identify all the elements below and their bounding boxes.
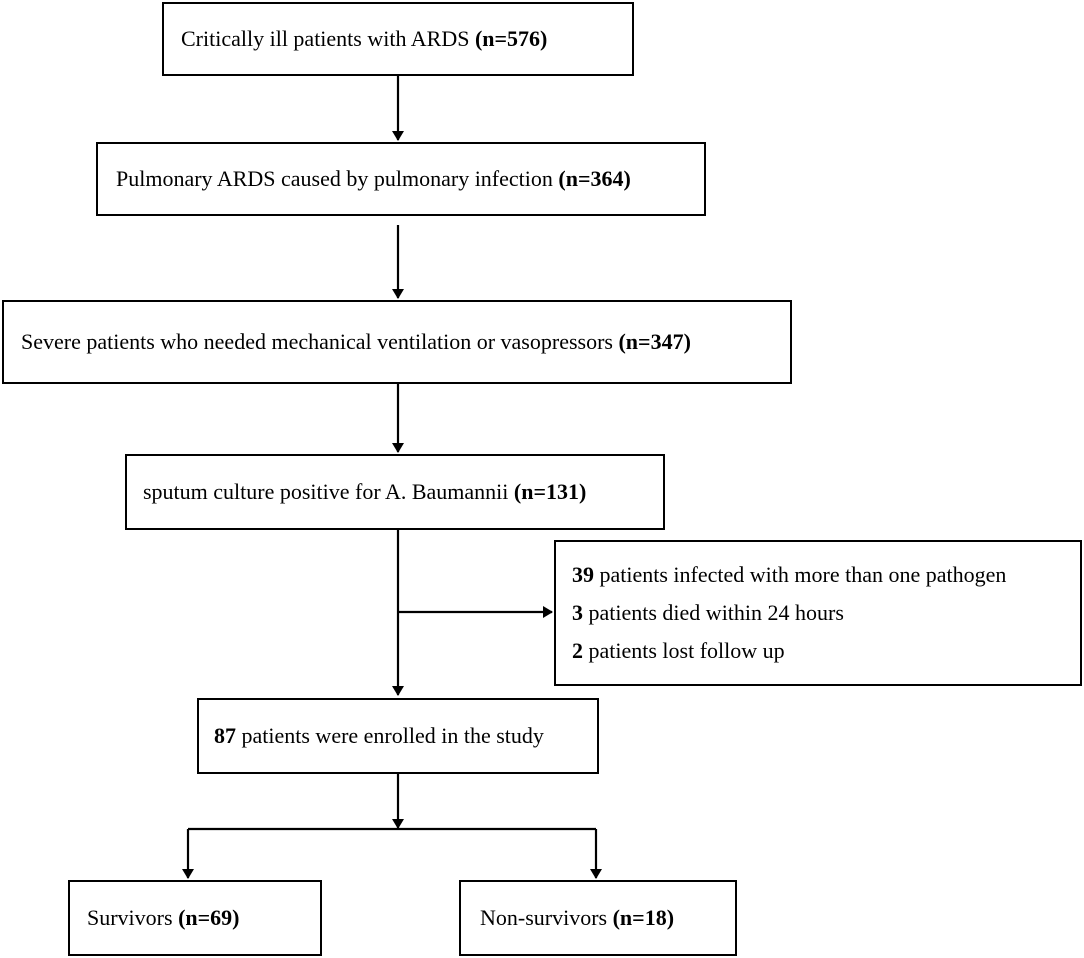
outcome-survivors: Survivors (n=69) <box>68 880 322 956</box>
step-count: 87 <box>214 723 236 748</box>
outcome-label: Non-survivors <box>480 905 613 930</box>
exclusion-box: 39 patients infected with more than one … <box>554 540 1082 686</box>
outcome-count: (n=69) <box>178 905 240 930</box>
exclusion-count: 3 <box>572 600 583 625</box>
step-count: (n=131) <box>513 479 587 504</box>
exclusion-label: patients infected with more than one pat… <box>594 562 1007 587</box>
step-pulmonary-ards: Pulmonary ARDS caused by pulmonary infec… <box>96 142 706 216</box>
exclusion-count: 39 <box>572 562 594 587</box>
exclusion-label: patients died within 24 hours <box>583 600 844 625</box>
step-label: Critically ill patients with ARDS <box>181 26 475 51</box>
exclusion-label: patients lost follow up <box>583 638 785 663</box>
outcome-count: (n=18) <box>612 905 675 930</box>
exclusion-count: 2 <box>572 638 583 663</box>
step-label: Pulmonary ARDS caused by pulmonary infec… <box>116 166 559 191</box>
step-sputum-culture: sputum culture positive for A. Baumannii… <box>125 454 665 530</box>
exclusion-item: 3 patients died within 24 hours <box>572 594 844 632</box>
step-enrolled: 87 patients were enrolled in the study <box>197 698 599 774</box>
outcome-non-survivors: Non-survivors (n=18) <box>459 880 737 956</box>
step-label: Severe patients who needed mechanical ve… <box>21 329 619 354</box>
step-label: patients were enrolled in the study <box>236 723 544 748</box>
exclusion-item: 39 patients infected with more than one … <box>572 556 1006 594</box>
outcome-label: Survivors <box>87 905 179 930</box>
step-severe-patients: Severe patients who needed mechanical ve… <box>2 300 792 384</box>
step-all-ards: Critically ill patients with ARDS (n=576… <box>162 2 634 76</box>
step-count: (n=576) <box>474 26 548 51</box>
step-label: sputum culture positive for A. Baumannii <box>143 479 514 504</box>
step-count: (n=364) <box>558 166 631 191</box>
exclusion-item: 2 patients lost follow up <box>572 632 785 670</box>
step-count: (n=347) <box>618 329 691 354</box>
